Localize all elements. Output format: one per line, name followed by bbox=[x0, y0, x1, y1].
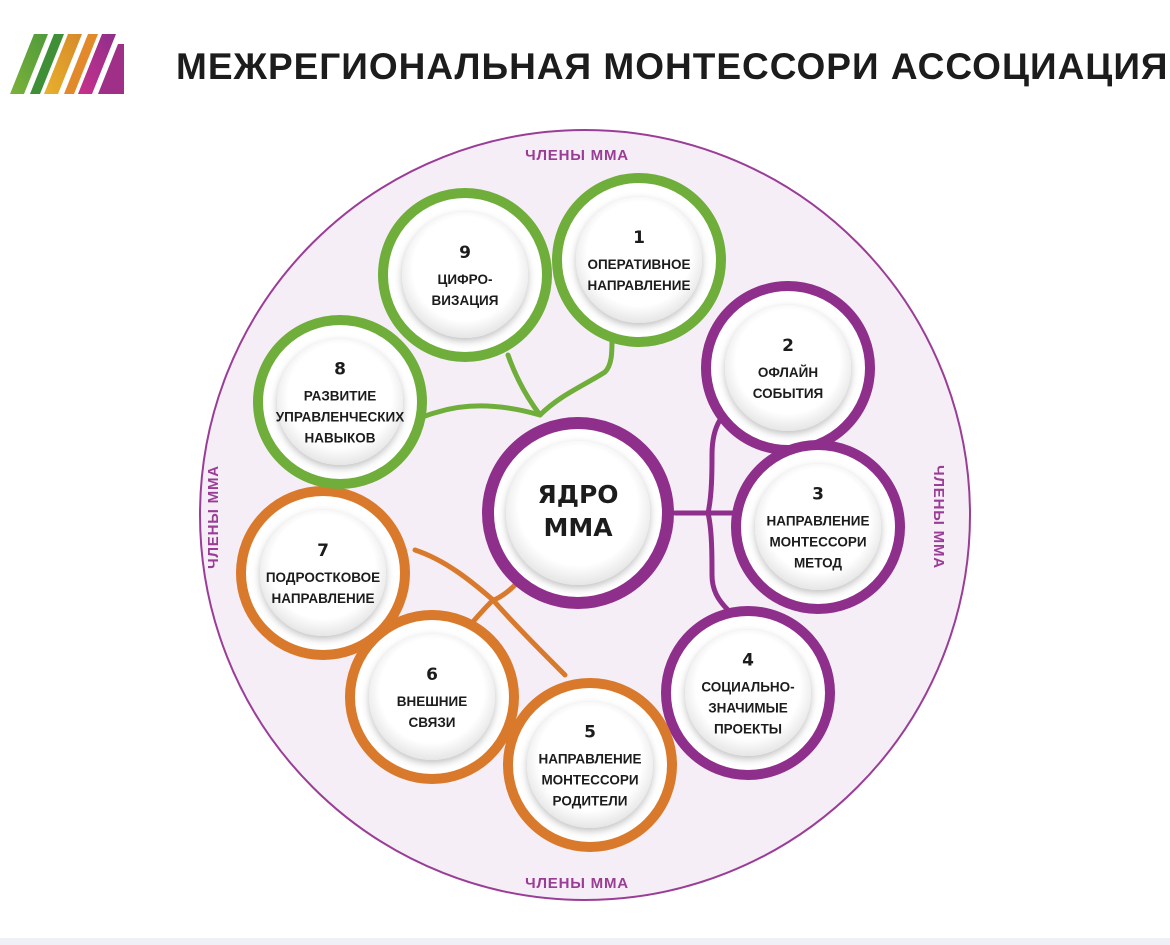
members-label-top: ЧЛЕНЫ ММА bbox=[525, 147, 629, 164]
members-label-bottom: ЧЛЕНЫ ММА bbox=[525, 875, 629, 892]
node-label-line: НАПРАВЛЕНИЕ bbox=[272, 591, 375, 606]
node-number: 7 bbox=[317, 541, 329, 561]
mma-logo-icon bbox=[10, 34, 124, 94]
node-label-line: ВНЕШНИЕ bbox=[397, 694, 468, 709]
node-label-line: НАВЫКОВ bbox=[305, 431, 376, 446]
node-number: 9 bbox=[459, 243, 471, 263]
node-label-line: ОПЕРАТИВНОЕ bbox=[587, 257, 690, 272]
node-label-line: СОБЫТИЯ bbox=[753, 386, 824, 401]
node-disc bbox=[755, 464, 881, 590]
node-disc bbox=[260, 510, 386, 636]
node-label-line: ВИЗАЦИЯ bbox=[432, 293, 499, 308]
core-label-line1: ЯДРО bbox=[537, 480, 618, 509]
node-label-line: НАПРАВЛЕНИЕ bbox=[767, 514, 870, 529]
node-label-line: РОДИТЕЛИ bbox=[553, 794, 628, 809]
node-disc bbox=[369, 634, 495, 760]
node-label-line: ПОДРОСТКОВОЕ bbox=[266, 570, 380, 585]
node-label-line: УПРАВЛЕНЧЕСКИХ bbox=[276, 410, 405, 425]
node-number: 4 bbox=[742, 651, 754, 671]
core-label-line2: ММА bbox=[543, 513, 613, 542]
core-node: ЯДРО ММА bbox=[482, 417, 674, 609]
node-number: 5 bbox=[584, 723, 596, 743]
nodes-layer: 1ОПЕРАТИВНОЕНАПРАВЛЕНИЕ2ОФЛАЙНСОБЫТИЯ3НА… bbox=[236, 173, 905, 852]
members-label-right: ЧЛЕНЫ ММА bbox=[930, 465, 947, 569]
node-label-line: МЕТОД bbox=[794, 556, 842, 571]
node-number: 1 bbox=[633, 228, 645, 248]
node-disc bbox=[277, 339, 403, 465]
members-label-left: ЧЛЕНЫ ММА bbox=[205, 465, 222, 569]
node-disc bbox=[402, 212, 528, 338]
node-disc bbox=[725, 305, 851, 431]
node-label-line: МОНТЕССОРИ bbox=[541, 773, 638, 788]
bottom-strip bbox=[0, 938, 1170, 945]
page-title: МЕЖРЕГИОНАЛЬНАЯ МОНТЕССОРИ АССОЦИАЦИЯ bbox=[176, 46, 1169, 87]
node-label-line: НАПРАВЛЕНИЕ bbox=[539, 752, 642, 767]
node-disc bbox=[527, 702, 653, 828]
node-label-line: ОФЛАЙН bbox=[758, 365, 818, 380]
node-number: 6 bbox=[426, 665, 438, 685]
node-disc bbox=[576, 197, 702, 323]
node-label-line: ЗНАЧИМЫЕ bbox=[708, 701, 788, 716]
node-number: 2 bbox=[782, 336, 794, 356]
node-label-line: РАЗВИТИЕ bbox=[304, 389, 376, 404]
node-number: 3 bbox=[812, 485, 824, 505]
node-label-line: НАПРАВЛЕНИЕ bbox=[588, 278, 691, 293]
node-label-line: ЦИФРО- bbox=[438, 272, 493, 287]
node-label-line: СОЦИАЛЬНО- bbox=[701, 680, 794, 695]
node-number: 8 bbox=[334, 360, 346, 380]
node-label-line: МОНТЕССОРИ bbox=[769, 535, 866, 550]
node-disc bbox=[685, 630, 811, 756]
node-label-line: ПРОЕКТЫ bbox=[714, 722, 782, 737]
connectors-orange bbox=[412, 547, 568, 678]
node-label-line: СВЯЗИ bbox=[408, 715, 455, 730]
